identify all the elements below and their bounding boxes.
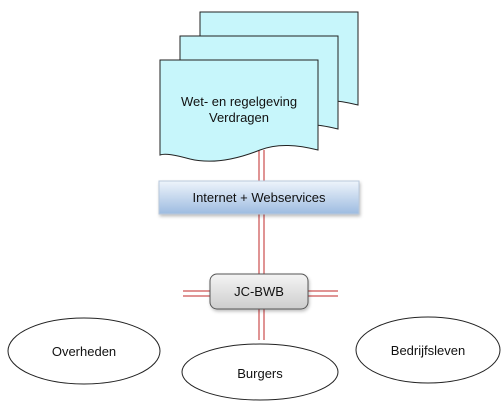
document-title-line-1: Wet- en regelgeving xyxy=(181,94,297,109)
document-sheet-front xyxy=(159,59,319,162)
connector-hub-left xyxy=(183,290,210,297)
connector-document-internet xyxy=(258,150,265,181)
document-stack: Wet- en regelgeving Verdragen xyxy=(159,11,359,162)
stakeholder-burgers: Burgers xyxy=(181,343,339,401)
jc-bwb-hub xyxy=(209,273,309,310)
connector-hub-right xyxy=(308,290,338,297)
stakeholder-bedrijfsleven: Bedrijfsleven xyxy=(355,316,501,384)
connector-hub-down xyxy=(258,309,265,340)
stakeholder-overheden: Overheden xyxy=(7,317,161,385)
internet-webservices-box xyxy=(158,180,360,215)
stakeholder-burgers-label: Burgers xyxy=(237,366,283,381)
stakeholder-bedrijfsleven-label: Bedrijfsleven xyxy=(391,343,465,358)
stakeholder-overheden-label: Overheden xyxy=(52,344,116,359)
internet-webservices-label: Internet + Webservices xyxy=(192,190,326,205)
jc-bwb-label: JC-BWB xyxy=(234,284,284,299)
document-title-line-2: Verdragen xyxy=(209,110,269,125)
connector-internet-hub xyxy=(258,214,265,274)
